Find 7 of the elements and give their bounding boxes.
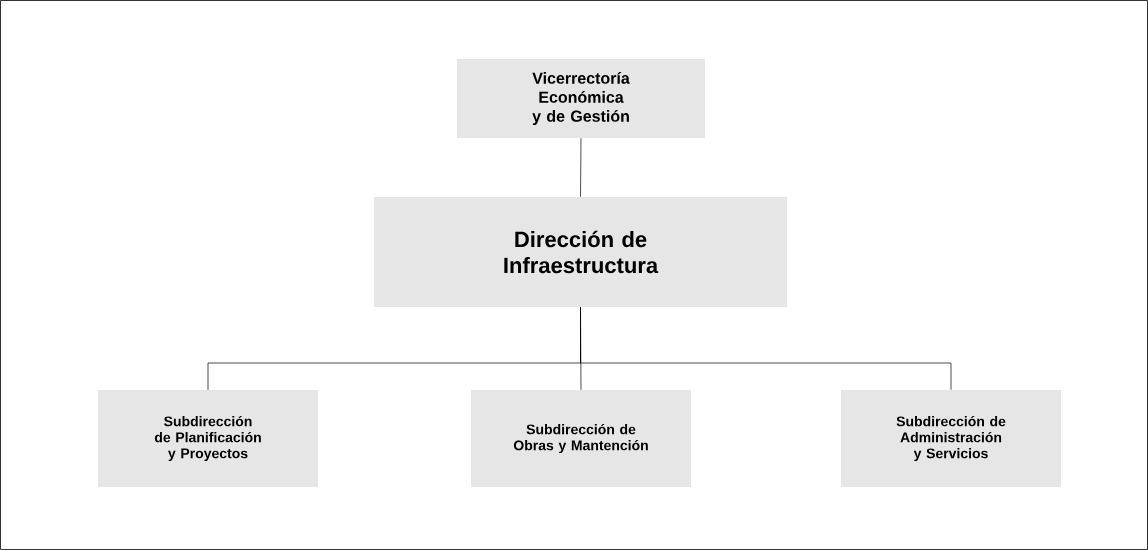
connector-line bbox=[580, 306, 952, 391]
unit-box: Subdirección de Obras y Mantención bbox=[471, 390, 691, 487]
connector-line bbox=[580, 137, 582, 198]
unit-box: Subdirección de Planificación y Proyectos bbox=[98, 390, 318, 487]
unit-box: Vicerrectoría Económica y de Gestión bbox=[457, 59, 705, 138]
unit-box: Subdirección de Administración y Servicios bbox=[841, 390, 1061, 487]
unit-box: Dirección de Infraestructura bbox=[374, 197, 787, 307]
